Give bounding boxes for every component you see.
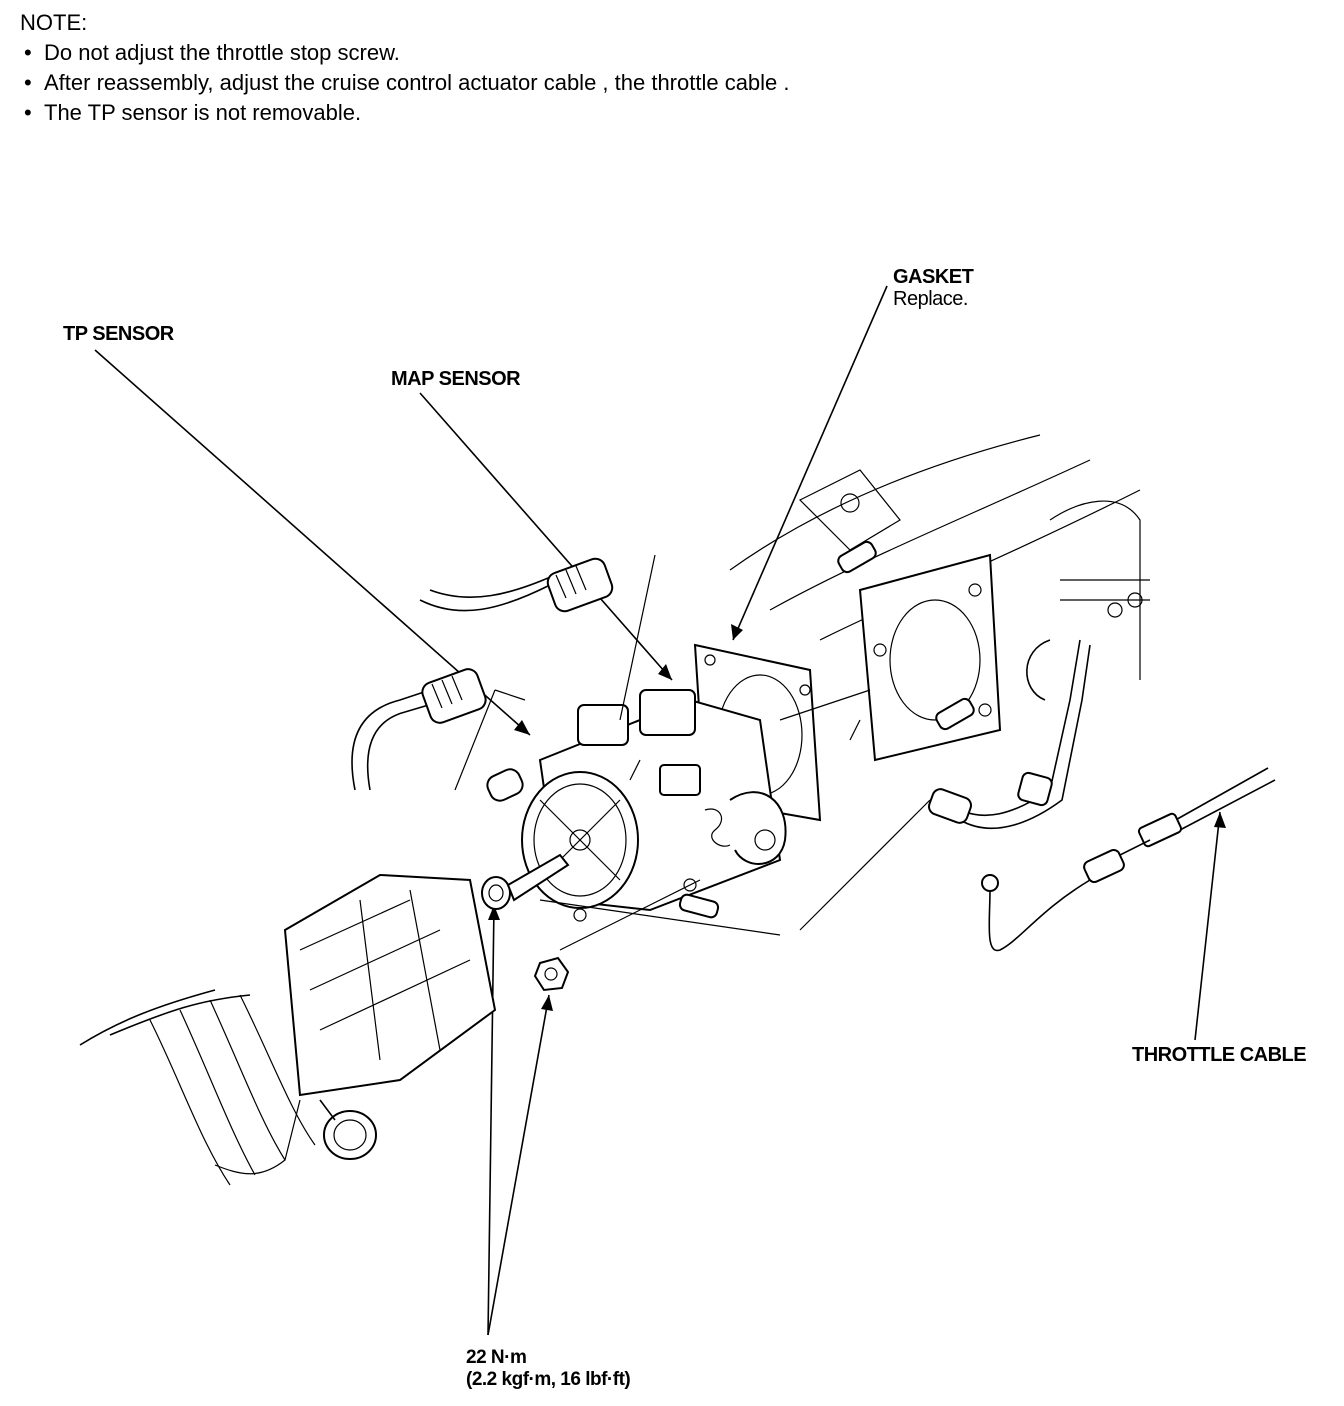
gasket-leader (732, 285, 888, 641)
leader-lines (94, 285, 1226, 1336)
nut-leader (487, 994, 550, 1336)
torque-spec-callout: 22 N·m (2.2 kgf·m, 16 lbf·ft) (466, 1347, 631, 1391)
hoses (351, 574, 1091, 830)
tp-sensor-leader (94, 349, 531, 736)
note-title: NOTE: (20, 10, 88, 35)
map-sensor-leader (419, 392, 673, 681)
air-intake-duct (79, 873, 497, 1186)
bolt-part (481, 853, 570, 910)
note-item: Do not adjust the throttle stop screw. (20, 38, 790, 68)
map-sensor-part (546, 557, 614, 613)
note-list: Do not adjust the throttle stop screw. A… (20, 38, 790, 128)
map-sensor-callout: MAP SENSOR (391, 368, 521, 390)
gasket-sub-label: Replace. (893, 288, 968, 310)
throttle-cable-callout: THROTTLE CABLE (1132, 1044, 1307, 1066)
throttle-cable-leader (1194, 811, 1221, 1041)
torque-value: 22 N·m (466, 1347, 527, 1368)
guide-lines (539, 689, 931, 951)
torque-alt-units: (2.2 kgf·m, 16 lbf·ft) (466, 1369, 631, 1390)
tp-sensor-callout: TP SENSOR (63, 323, 174, 345)
note-item: The TP sensor is not removable. (20, 98, 790, 128)
bolt-leader (487, 904, 495, 1336)
tp-sensor-part (421, 668, 487, 724)
intake-manifold (729, 434, 1150, 762)
gasket-callout: GASKET Replace. (893, 266, 974, 310)
note-block: NOTE: Do not adjust the throttle stop sc… (20, 8, 790, 128)
note-item: After reassembly, adjust the cruise cont… (20, 68, 790, 98)
throttle-cable-part (981, 767, 1276, 952)
nut-part (533, 956, 570, 992)
gasket-label: GASKET (893, 266, 974, 288)
